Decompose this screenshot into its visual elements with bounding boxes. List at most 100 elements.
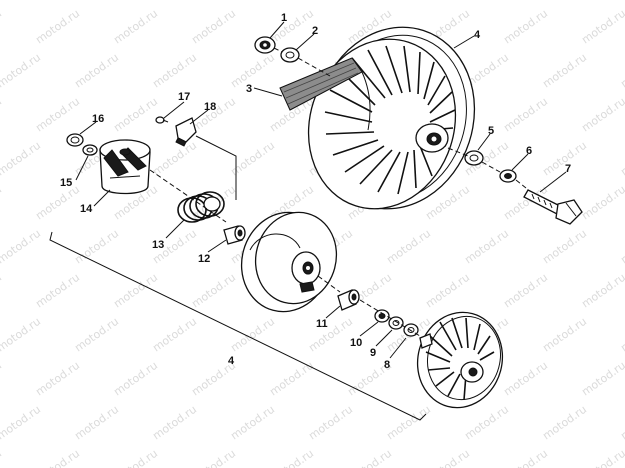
watermark-text: motod.ru — [111, 7, 160, 47]
watermark-text: motod.ru — [540, 227, 589, 267]
watermark-text: motod.ru — [423, 271, 472, 311]
callout-10: 10 — [350, 337, 362, 349]
watermark-text: motod.ru — [0, 183, 4, 223]
part-17-screw — [155, 116, 169, 124]
watermark-text: motod.ru — [33, 359, 82, 399]
watermark-text: motod.ru — [267, 7, 316, 47]
watermark-text: motod.ru — [33, 7, 82, 47]
watermark-text: motod.ru — [0, 271, 4, 311]
watermark-text: motod.ru — [33, 447, 82, 468]
driven-fan-sheave — [416, 311, 504, 409]
part-9-washer — [388, 316, 404, 330]
watermark-text: motod.ru — [501, 7, 550, 47]
part-6-lock-washer — [499, 169, 517, 183]
watermark-text: motod.ru — [150, 51, 199, 91]
watermark-text: motod.ru — [501, 95, 550, 135]
watermark-text: motod.ru — [228, 0, 277, 2]
callout-13: 13 — [152, 239, 164, 251]
callout-11: 11 — [316, 318, 328, 330]
callout-16: 16 — [92, 113, 104, 125]
part-2-washer — [280, 47, 300, 63]
watermark-text: motod.ru — [618, 139, 625, 179]
watermark-text: motod.ru — [306, 315, 355, 355]
watermark-text: motod.ru — [0, 315, 43, 355]
watermark-text: motod.ru — [462, 227, 511, 267]
watermark-text: motod.ru — [33, 271, 82, 311]
watermark-text: motod.ru — [384, 403, 433, 443]
part-12-bushing — [223, 225, 246, 245]
callout-8: 8 — [384, 359, 390, 371]
watermark-text: motod.ru — [579, 359, 625, 399]
watermark-text: motod.ru — [423, 447, 472, 468]
callout-1: 1 — [281, 12, 287, 24]
watermark-text: motod.ru — [0, 0, 43, 2]
watermark-text: motod.ru — [501, 359, 550, 399]
watermark-text: motod.ru — [306, 403, 355, 443]
watermark-text: motod.ru — [150, 315, 199, 355]
watermark-text: motod.ru — [501, 271, 550, 311]
watermark-text: motod.ru — [33, 95, 82, 135]
watermark-text: motod.ru — [306, 0, 355, 2]
callout-assembly-4: 4 — [228, 355, 235, 367]
watermark-text: motod.ru — [540, 315, 589, 355]
callout-3: 3 — [246, 83, 252, 95]
watermark-text: motod.ru — [267, 447, 316, 468]
watermark-text: motod.ru — [0, 227, 43, 267]
watermark-text: motod.ru — [267, 359, 316, 399]
watermark-text: motod.ru — [618, 0, 625, 2]
watermark-text: motod.ru — [72, 0, 121, 2]
watermark-text: motod.ru — [579, 95, 625, 135]
watermark-text: motod.ru — [579, 183, 625, 223]
watermark-text: motod.ru — [618, 403, 625, 443]
part-18-guide — [175, 117, 197, 147]
movable-sheave — [240, 211, 338, 313]
watermark-text: motod.ru — [540, 403, 589, 443]
part-16-circlip — [66, 133, 84, 147]
callout-6: 6 — [526, 145, 532, 157]
watermark-text: motod.ru — [150, 139, 199, 179]
watermark-text: motod.ru — [111, 447, 160, 468]
part-10-washer — [374, 309, 390, 323]
callout-9: 9 — [370, 347, 376, 359]
watermark-text: motod.ru — [0, 7, 4, 47]
callout-labels: 1 2 3 4 5 6 7 8 9 10 11 12 13 14 15 16 1… — [60, 12, 571, 371]
watermark-text: motod.ru — [33, 183, 82, 223]
watermark-text: motod.ru — [579, 447, 625, 468]
watermark-text: motod.ru — [228, 315, 277, 355]
watermark-text: motod.ru — [189, 7, 238, 47]
callout-14: 14 — [80, 203, 93, 215]
watermark-text: motod.ru — [228, 51, 277, 91]
callout-17: 17 — [178, 91, 190, 103]
part-13-spring — [177, 191, 225, 223]
watermark-text: motod.ru — [228, 403, 277, 443]
part-14-spider — [99, 139, 151, 195]
part-7-bolt — [523, 189, 583, 225]
watermark-text: motod.ru — [462, 0, 511, 2]
part-8-washer — [403, 323, 419, 337]
part-3-drive-belt — [279, 57, 371, 131]
watermark-text: motod.ru — [0, 447, 4, 468]
callout-12: 12 — [198, 253, 210, 265]
watermark-text: motod.ru — [111, 95, 160, 135]
watermark-text: motod.ru — [540, 0, 589, 2]
watermark-text: motod.ru — [462, 403, 511, 443]
watermark-text: motod.ru — [189, 271, 238, 311]
part-11-sleeve — [337, 289, 360, 311]
callout-15: 15 — [60, 177, 72, 189]
watermark-text: motod.ru — [384, 227, 433, 267]
watermark-text: motod.ru — [618, 227, 625, 267]
watermark-text: motod.ru — [618, 51, 625, 91]
watermark-text: motod.ru — [618, 315, 625, 355]
watermark-text: motod.ru — [72, 227, 121, 267]
part-15-washer — [82, 144, 98, 156]
watermark-text: motod.ru — [0, 403, 43, 443]
callout-18: 18 — [204, 101, 216, 113]
watermark-text: motod.ru — [0, 51, 43, 91]
callout-2: 2 — [312, 25, 318, 37]
watermark-text: motod.ru — [189, 447, 238, 468]
watermark-text: motod.ru — [150, 0, 199, 2]
watermark-text: motod.ru — [72, 403, 121, 443]
callout-5: 5 — [488, 125, 494, 137]
watermark-text: motod.ru — [384, 0, 433, 2]
